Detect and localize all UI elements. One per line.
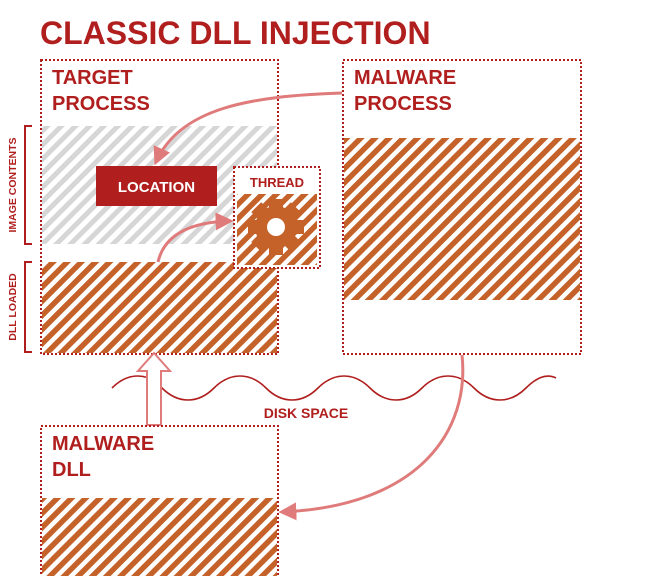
image-contents-bracket: IMAGE CONTENTS — [7, 125, 32, 245]
thread-label: THREAD — [250, 175, 304, 190]
image-contents-label: IMAGE CONTENTS — [7, 137, 19, 232]
gear-icon — [248, 199, 304, 255]
load-dll-arrow — [135, 351, 173, 426]
write-path-arrow — [153, 91, 343, 166]
malware-process-label-line2: PROCESS — [354, 93, 452, 115]
malware-dll-label-line2: DLL — [52, 459, 91, 481]
dll-loaded-region — [42, 262, 277, 353]
malware-dll-box: MALWARE DLL — [40, 425, 279, 576]
dll-path-arrow — [278, 354, 465, 521]
dll-loaded-bracket: DLL LOADED — [7, 261, 32, 353]
malware-dll-contents — [42, 498, 277, 576]
malware-process-box: MALWARE PROCESS — [342, 59, 582, 355]
malware-process-label-line1: MALWARE — [354, 67, 456, 89]
target-process-label-line2: PROCESS — [52, 93, 150, 115]
location-block: LOCATION — [96, 166, 217, 206]
dll-loaded-label: DLL LOADED — [7, 273, 19, 341]
disk-space-boundary — [111, 375, 557, 401]
location-label: LOCATION — [118, 179, 195, 196]
thread-box: THREAD — [233, 166, 321, 269]
create-thread-arrow — [156, 212, 234, 263]
page-title: CLASSIC DLL INJECTION — [40, 15, 431, 51]
malware-process-memory — [344, 138, 580, 300]
malware-dll-label-line1: MALWARE — [52, 433, 154, 455]
disk-space-label: DISK SPACE — [264, 405, 349, 421]
target-process-label-line1: TARGET — [52, 67, 133, 89]
